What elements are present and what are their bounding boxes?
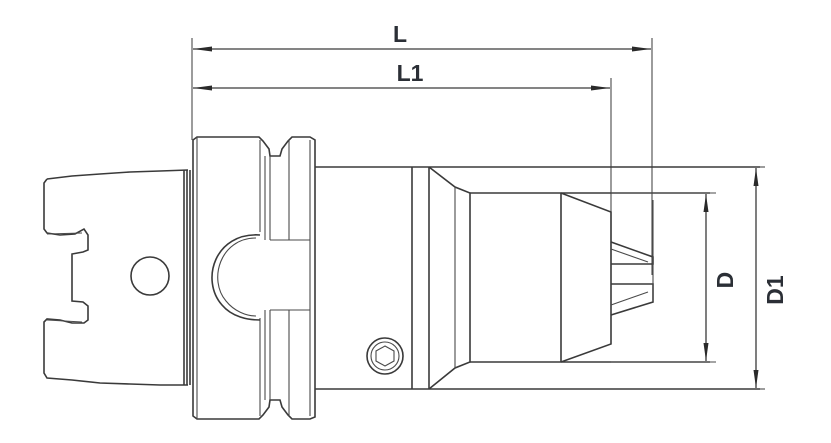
dimension-d: D xyxy=(611,192,738,363)
chuck-body xyxy=(315,166,760,390)
dimension-l1: L1 xyxy=(193,60,612,270)
chuck-jaws xyxy=(610,200,654,316)
dimension-l: L xyxy=(191,21,653,275)
shank-hole-icon xyxy=(130,256,170,296)
hsk-shank xyxy=(43,169,191,386)
dimension-label-l: L xyxy=(393,21,407,47)
dimension-label-d: D xyxy=(712,272,738,289)
dimension-label-l1: L1 xyxy=(397,60,424,86)
flange-notch xyxy=(211,234,261,321)
flange xyxy=(192,136,316,420)
dimension-d1: D1 xyxy=(753,166,788,390)
dimension-label-d1: D1 xyxy=(762,275,788,305)
set-screw-icon xyxy=(366,337,404,375)
